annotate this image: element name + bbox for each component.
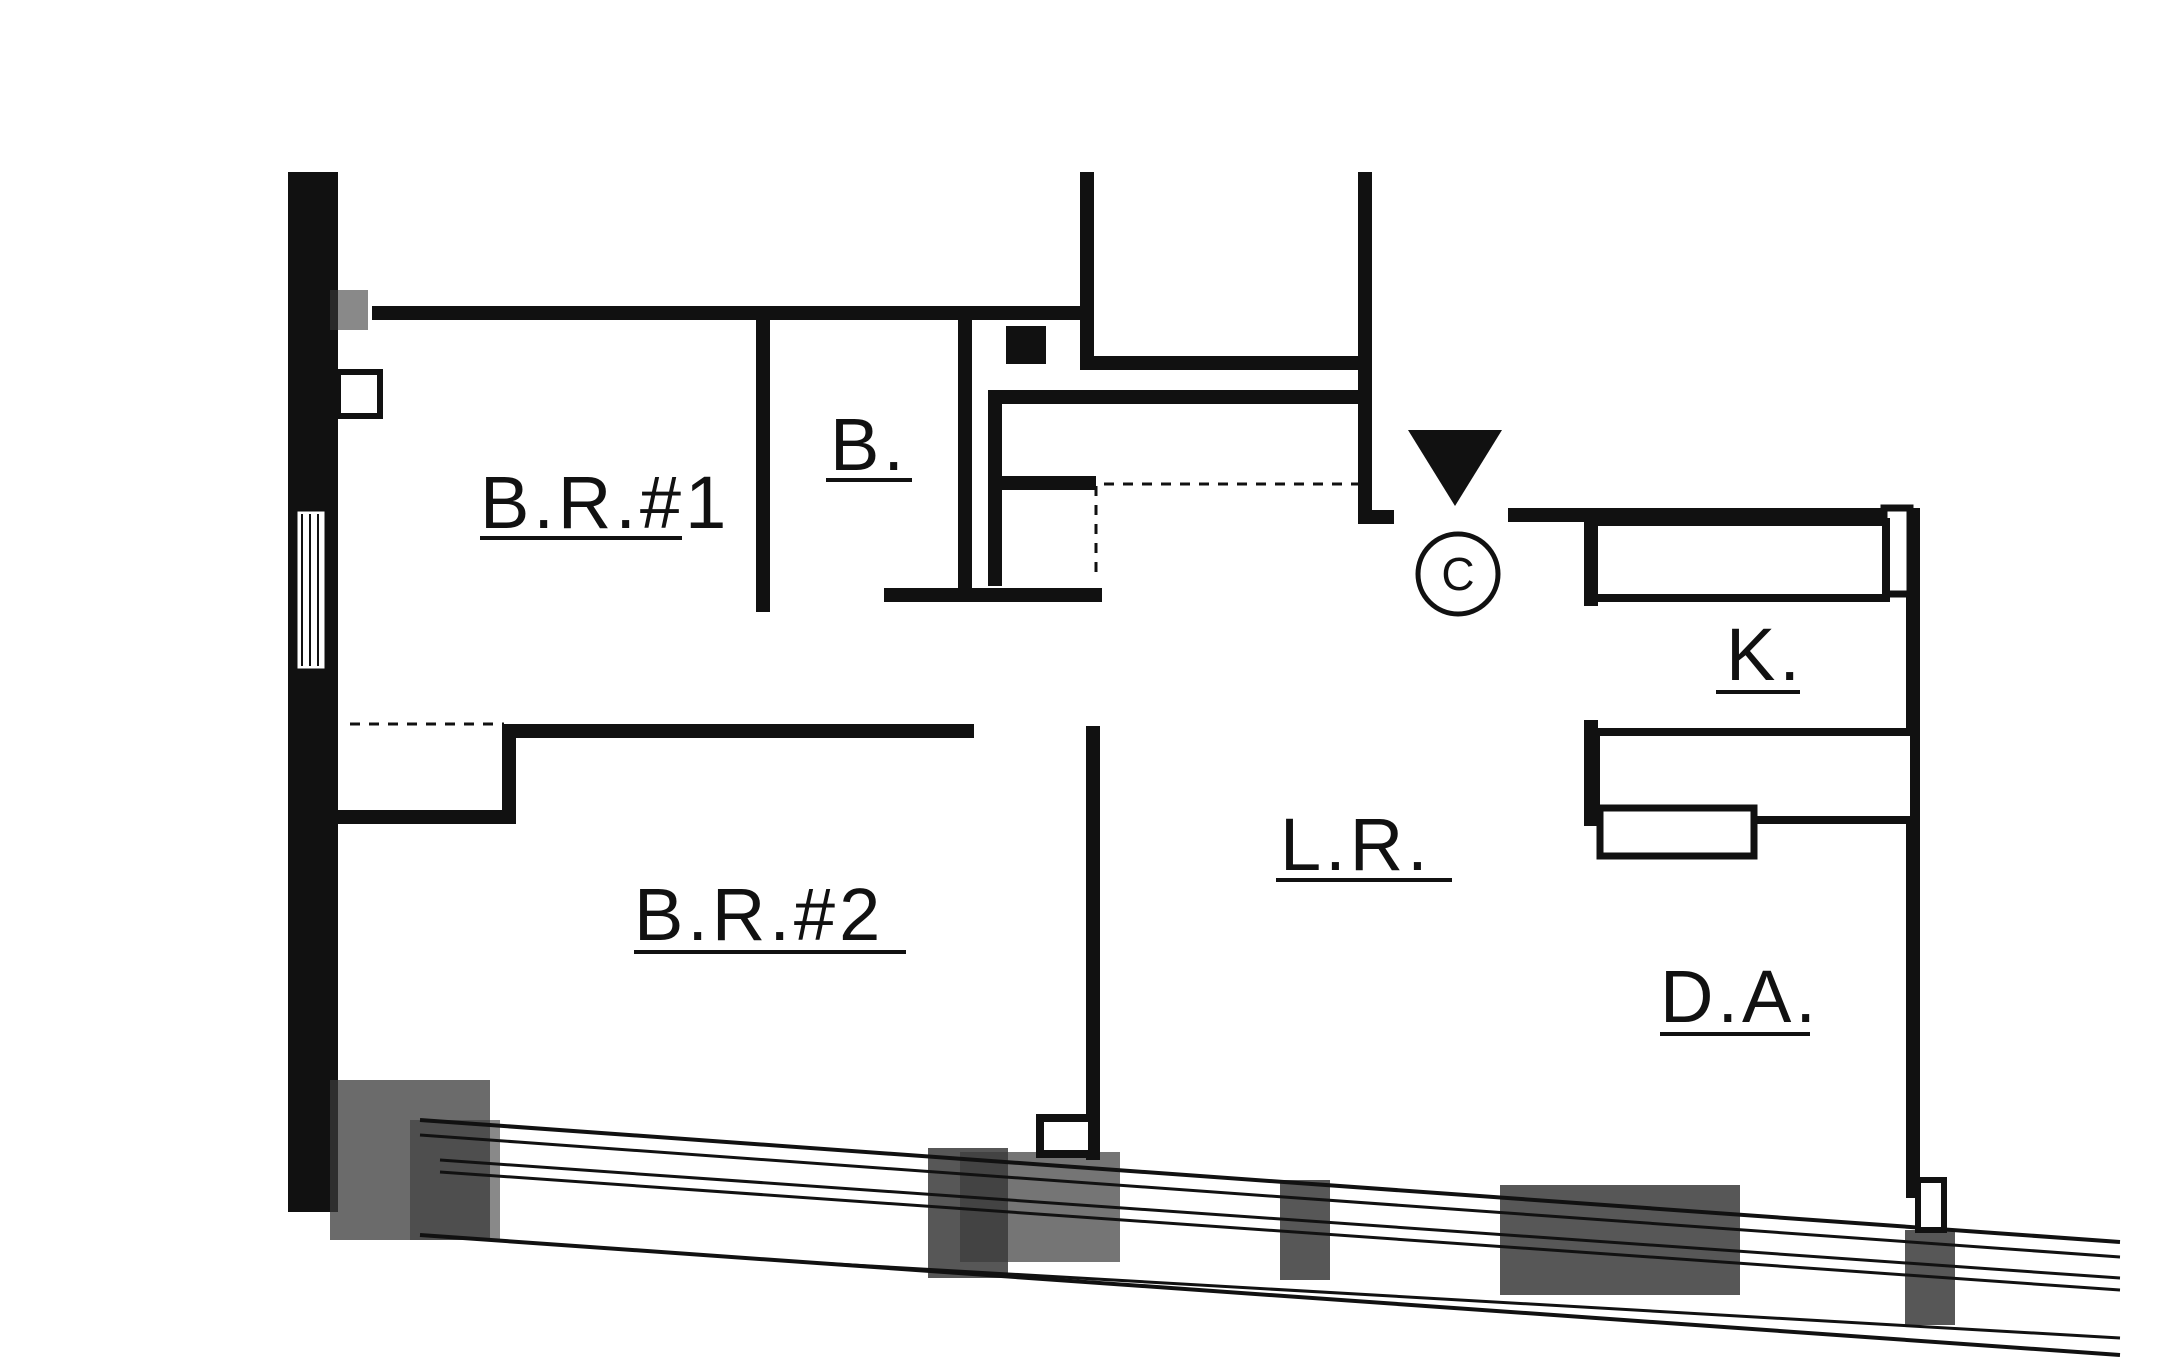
section-arrow-icon bbox=[1408, 430, 1502, 506]
room-label-bath: B. bbox=[830, 403, 908, 486]
room-label-living-room: L.R. bbox=[1280, 803, 1432, 886]
room-label-dining-area: D.A. bbox=[1660, 955, 1820, 1038]
dashed-lines bbox=[350, 482, 1362, 726]
section-letter: C bbox=[1441, 548, 1474, 600]
room-label-kitchen: K. bbox=[1726, 613, 1804, 696]
room-label-bedroom2: B.R.#2 bbox=[634, 873, 884, 956]
section-circle-icon bbox=[1415, 531, 1501, 617]
section-marker: C bbox=[1408, 430, 1502, 617]
west-exterior-wall bbox=[288, 172, 383, 1212]
room-label-bedroom1: B.R.#1 bbox=[480, 461, 730, 544]
interior-walls bbox=[330, 172, 1947, 1233]
room-labels: B.R.#1 B. B.R.#2 L.R. K. D.A. bbox=[480, 403, 1820, 1038]
south-exterior-wall bbox=[330, 1080, 2121, 1357]
